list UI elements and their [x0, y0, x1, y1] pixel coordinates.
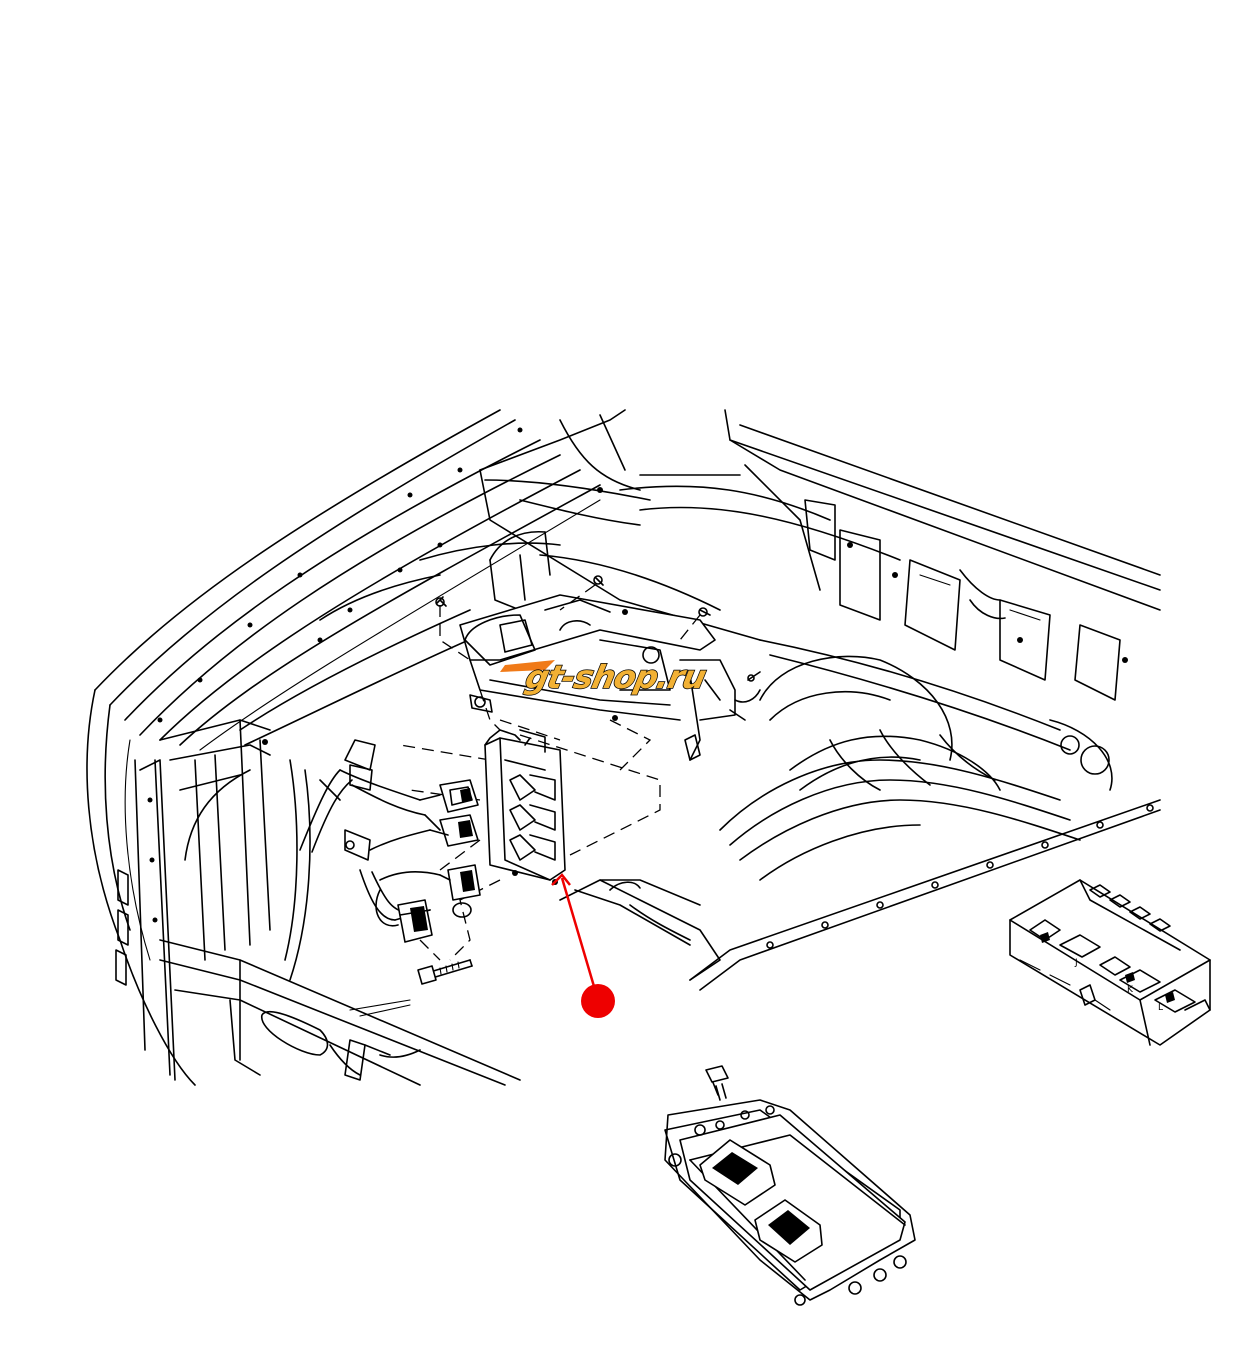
pcm-mounting-bracket: [459, 594, 761, 761]
mounting-bolt: [417, 959, 473, 985]
junction-box-letter-l: L: [1158, 1003, 1163, 1013]
control-module-part: [664, 1065, 916, 1306]
junction-box-letter-j: J: [1074, 958, 1078, 968]
logo-speed-streak: [500, 660, 555, 672]
red-callout-pointer: [551, 873, 615, 1018]
junction-box-part: J K L: [1009, 879, 1211, 1046]
callout-marker-dot: [581, 984, 615, 1018]
logo-wordmark: gt-shop.ru: [522, 658, 710, 696]
junction-box-letter-k: K: [1127, 985, 1134, 995]
wiring-harness: [299, 739, 481, 943]
callout-leader-line: [560, 877, 600, 1001]
engine-compartment-body: [86, 409, 1161, 1086]
gt-shop-logo: gt-shop.ru: [500, 658, 711, 697]
callout-arrowhead: [551, 873, 571, 886]
powertrain-control-module: [484, 729, 566, 885]
